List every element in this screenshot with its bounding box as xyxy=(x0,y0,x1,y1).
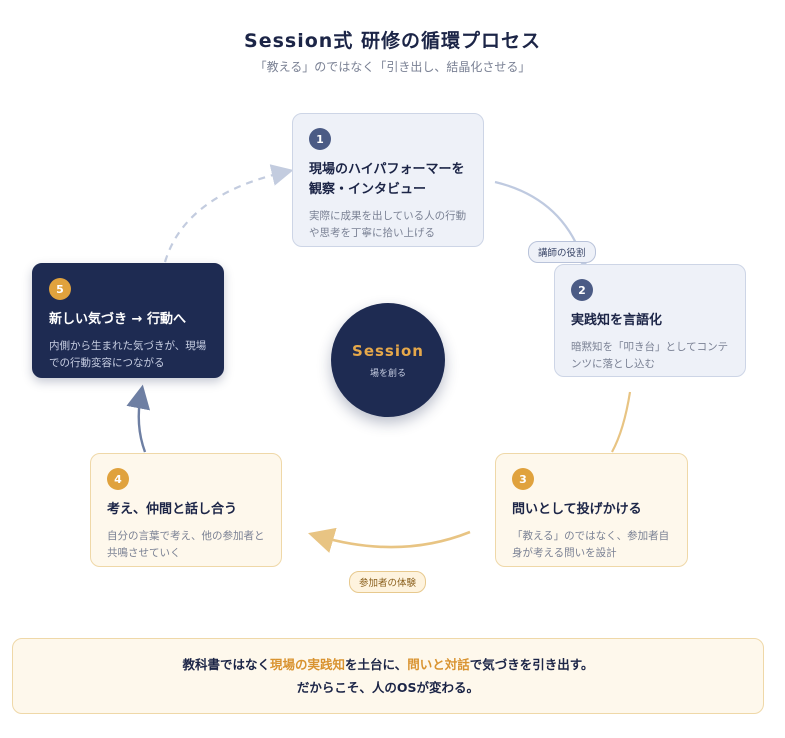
step-title: 問いとして投げかける xyxy=(512,502,642,517)
page-title: Session式 研修の循環プロセス xyxy=(244,30,541,52)
center-subtitle: 場を創る xyxy=(369,368,406,379)
step-title: 実践知を言語化 xyxy=(571,313,663,328)
step-title: 新しい気づき → 行動へ xyxy=(49,312,186,327)
step-title: 現場のハイパフォーマーを 観察・インタビュー xyxy=(309,162,465,197)
step-number-badge: 5 xyxy=(49,278,71,300)
step-description: 内側から生まれた気づきが、現場 での行動変容につながる xyxy=(49,340,207,369)
center-title: Session xyxy=(352,341,424,360)
step-number-badge: 4 xyxy=(107,468,129,490)
step-card-5: 5 新しい気づき → 行動へ 内側から生まれた気づきが、現場 での行動変容につな… xyxy=(32,263,224,378)
step-description: 暗黙知を「叩き台」としてコンテ ンツに落とし込む xyxy=(571,341,729,370)
step-number-badge: 3 xyxy=(512,468,534,490)
arrow-step5-to-step1 xyxy=(163,164,294,263)
step-card-3: 3 問いとして投げかける 「教える」のではなく、参加者自 身が考える問いを設計 xyxy=(495,453,688,567)
step-number-badge: 2 xyxy=(571,279,593,301)
summary-message-box: 教科書ではなく現場の実践知を土台に、問いと対話で気づきを引き出す。 だからこそ、… xyxy=(12,638,764,714)
page-subtitle: 「教える」のではなく「引き出し、結晶化させる」 xyxy=(254,60,531,74)
step-number-badge: 1 xyxy=(309,128,331,150)
highlight-question-dialogue: 問いと対話 xyxy=(407,657,470,672)
arrow-step2-to-step3 xyxy=(611,391,632,453)
highlight-practical-knowledge: 現場の実践知 xyxy=(270,657,346,672)
step-card-4: 4 考え、仲間と話し合う 自分の言葉で考え、他の参加者と 共鳴させていく xyxy=(90,453,282,567)
center-session-circle: Session 場を創る xyxy=(331,303,445,417)
arrow-step3-to-step4 xyxy=(308,527,471,553)
participant-experience-pill: 参加者の体験 xyxy=(349,571,427,593)
step-description: 「教える」のではなく、参加者自 身が考える問いを設計 xyxy=(512,530,670,559)
summary-line-1: 教科書ではなく現場の実践知を土台に、問いと対話で気づきを引き出す。 xyxy=(182,657,594,672)
arrow-step4-to-step5 xyxy=(126,384,151,453)
step-description: 自分の言葉で考え、他の参加者と 共鳴させていく xyxy=(107,530,265,559)
step-description: 実際に成果を出している人の行動 や思考を丁寧に拾い上げる xyxy=(309,210,467,239)
step-card-2: 2 実践知を言語化 暗黙知を「叩き台」としてコンテ ンツに落とし込む xyxy=(554,264,746,377)
step-card-1: 1 現場のハイパフォーマーを 観察・インタビュー 実際に成果を出している人の行動… xyxy=(292,113,484,247)
instructor-role-pill: 講師の役割 xyxy=(528,241,596,263)
summary-line-2: だからこそ、人のOSが変わる。 xyxy=(296,680,480,695)
step-title: 考え、仲間と話し合う xyxy=(107,502,238,517)
